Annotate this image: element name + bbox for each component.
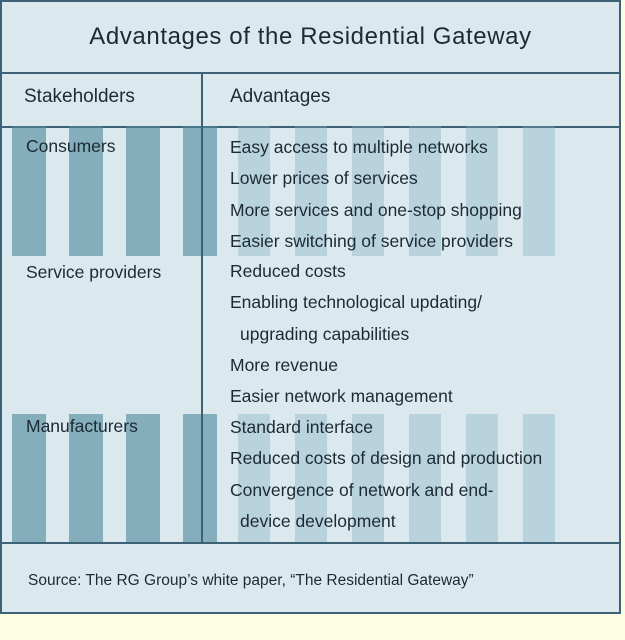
stakeholder-group-consumers: Consumers Easy access to multiple networ…	[2, 126, 619, 256]
stakeholder-group-service-providers: Service providers Reduced costs Enabling…	[2, 256, 619, 414]
advantage-item: Convergence of network and end-	[230, 479, 494, 500]
source-note: Source: The RG Group’s white paper, “The…	[28, 572, 474, 589]
stakeholder-label: Service providers	[26, 262, 162, 282]
advantage-item: Easier switching of service providers	[230, 230, 514, 251]
advantage-item: Easy access to multiple networks	[230, 137, 488, 157]
advantages-list: Standard interface Reduced costs of desi…	[230, 412, 542, 537]
advantage-item: Reduced costs	[230, 261, 346, 281]
table-title-row: Advantages of the Residential Gateway	[2, 2, 619, 74]
column-header-row: Stakeholders Advantages	[2, 72, 619, 128]
advantage-item: More services and one-stop shopping	[230, 199, 522, 220]
advantage-item: Easier network management	[230, 386, 453, 407]
stakeholder-label: Consumers	[26, 136, 116, 156]
advantage-item: More revenue	[230, 354, 338, 375]
advantages-header: Advantages	[230, 86, 331, 107]
stakeholder-label: Manufacturers	[26, 416, 138, 436]
table-title: Advantages of the Residential Gateway	[89, 23, 532, 50]
advantage-item: device development	[240, 510, 396, 531]
advantages-list: Easy access to multiple networks Lower p…	[230, 132, 522, 257]
column-divider	[201, 72, 203, 542]
advantage-item: Enabling technological updating/	[230, 292, 482, 313]
advantage-item: Reduced costs of design and production	[230, 448, 543, 469]
stakeholders-header: Stakeholders	[24, 86, 135, 107]
source-footer: Source: The RG Group’s white paper, “The…	[2, 542, 619, 614]
table-panel: Advantages of the Residential Gateway St…	[0, 0, 621, 614]
stakeholder-group-manufacturers: Manufacturers Standard interface Reduced…	[2, 414, 619, 542]
advantage-item: Standard interface	[230, 417, 374, 437]
advantages-list: Reduced costs Enabling technological upd…	[230, 256, 482, 412]
advantage-item: upgrading capabilities	[240, 323, 410, 344]
advantage-item: Lower prices of services	[230, 168, 418, 189]
